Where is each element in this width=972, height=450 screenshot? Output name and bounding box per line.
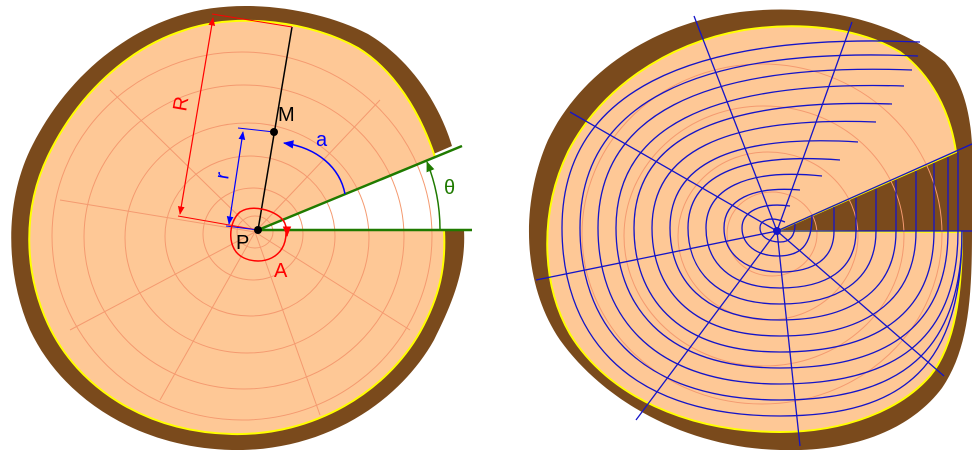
label-P: P (236, 232, 249, 254)
r-dimension-arrow (226, 131, 246, 225)
theta-upper-edge (257, 144, 463, 232)
label-M: M (278, 104, 295, 126)
R-dimension-arrow (177, 17, 216, 215)
label-R: R (169, 95, 193, 113)
right-model-grid (535, 15, 972, 447)
a-arc (282, 140, 346, 195)
point-M (270, 128, 278, 136)
r-ext-top (237, 127, 275, 133)
label-theta: θ (444, 177, 455, 199)
label-A: A (274, 260, 288, 282)
R-ext-top (211, 13, 293, 28)
R-ext-bottom (177, 215, 259, 231)
right-log-panel (529, 9, 972, 450)
theta-arc (426, 161, 441, 230)
point-P (254, 226, 262, 234)
left-log-panel: R M a r θ P A (11, 6, 472, 450)
right-wood (546, 25, 964, 434)
label-a: a (316, 129, 328, 151)
A-arc (230, 207, 292, 262)
right-point-P (773, 227, 781, 235)
label-r: r (211, 170, 234, 181)
